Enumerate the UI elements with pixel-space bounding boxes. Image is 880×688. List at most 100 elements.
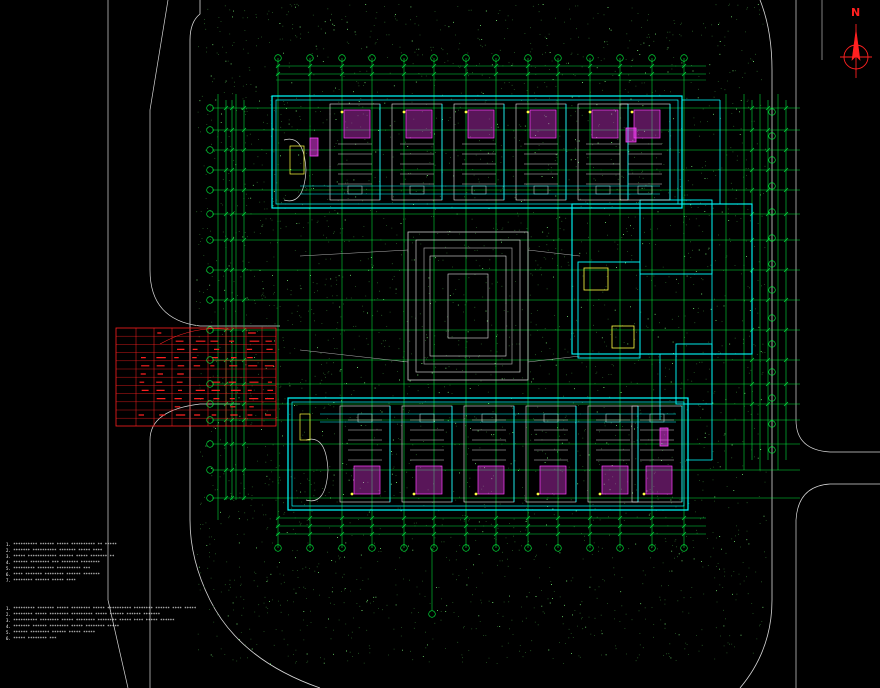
grid-bubble-left: [206, 380, 214, 388]
grid-bubble-left: [206, 400, 214, 408]
bathroom: [405, 109, 433, 139]
dim-tick: [229, 417, 235, 423]
bathroom: [601, 465, 629, 495]
dim-tick: [681, 523, 687, 529]
dim-tick: [749, 105, 755, 111]
dim-tick: [765, 211, 771, 217]
building-walls: [271, 95, 753, 511]
dim-tick: [493, 71, 499, 77]
grid-bubble-left: [206, 146, 214, 154]
dim-tick: [241, 127, 247, 133]
dim-tick: [229, 357, 235, 363]
marker-dot: [340, 110, 344, 114]
grid-bubble-right: [768, 260, 776, 268]
marker-dot: [412, 492, 416, 496]
dim-tick: [493, 63, 499, 69]
courtyard-center: [447, 273, 489, 339]
grid-bubble-top: [368, 54, 376, 62]
dim-tick: [241, 327, 247, 333]
dim-tick: [339, 71, 345, 77]
dim-tick: [493, 531, 499, 537]
dim-tick: [749, 127, 755, 133]
dim-tick: [275, 71, 281, 77]
dim-tick: [555, 531, 561, 537]
grid-bubble-top: [430, 54, 438, 62]
dim-tick: [223, 211, 229, 217]
grid-bubble-top: [462, 54, 470, 62]
dim-tick: [241, 237, 247, 243]
dim-tick: [765, 381, 771, 387]
grid-bubble-misc: [428, 610, 436, 618]
dim-tick: [229, 127, 235, 133]
stair-flight: [289, 145, 305, 175]
dim-tick: [617, 71, 623, 77]
grid-bubble-top: [274, 54, 282, 62]
dim-tick: [749, 381, 755, 387]
grid-bubble-top: [648, 54, 656, 62]
dimension-lines: [223, 63, 789, 537]
dim-tick: [587, 523, 593, 529]
site-edge-right: [739, 0, 773, 688]
dim-tick: [369, 63, 375, 69]
dim-tick: [783, 147, 789, 153]
dim-tick: [681, 63, 687, 69]
grid-bubble-left: [206, 166, 214, 174]
note-line: 1. ********* ******* ***** ******** ****…: [6, 606, 197, 611]
schedule-table: [115, 327, 277, 427]
dim-tick: [431, 523, 437, 529]
stair-core: [577, 261, 641, 359]
room-units: [300, 103, 683, 503]
link-room-top: [639, 199, 713, 275]
dim-tick: [339, 531, 345, 537]
dim-tick: [401, 531, 407, 537]
bathroom: [645, 465, 673, 495]
dim-tick: [463, 63, 469, 69]
balcony: [605, 413, 621, 423]
dim-tick: [241, 495, 247, 501]
dim-tick: [649, 71, 655, 77]
north-label: N: [851, 6, 861, 19]
dim-tick: [401, 515, 407, 521]
dim-tick: [525, 515, 531, 521]
dim-tick: [555, 71, 561, 77]
dim-tick: [223, 237, 229, 243]
path-line: [299, 249, 409, 257]
dim-tick: [783, 187, 789, 193]
note-line: 4. ******* ****** ******** ***** *******…: [6, 624, 120, 629]
grid-bubble-top: [554, 54, 562, 62]
dim-tick: [749, 147, 755, 153]
dim-tick: [241, 267, 247, 273]
dim-tick: [749, 187, 755, 193]
stair-box: [583, 267, 609, 291]
dim-tick: [649, 515, 655, 521]
dim-tick: [223, 467, 229, 473]
dim-tick: [649, 523, 655, 529]
dim-tick: [463, 531, 469, 537]
dim-tick: [241, 211, 247, 217]
grid-bubble-right: [768, 156, 776, 164]
grid-bubble-right: [768, 340, 776, 348]
stair-box: [611, 325, 635, 349]
site-hatch: [196, 3, 767, 665]
dim-tick: [401, 523, 407, 529]
grid-bubble-top: [338, 54, 346, 62]
magenta-mark: [625, 127, 637, 143]
grid-bubble-top: [586, 54, 594, 62]
grid-bubble-bottom: [648, 544, 656, 552]
magenta-mark: [659, 427, 669, 447]
note-line: 6. ***** ******** ***: [6, 636, 57, 641]
road-right: [795, 483, 880, 688]
dim-tick: [241, 441, 247, 447]
dim-tick: [223, 127, 229, 133]
dim-tick: [749, 401, 755, 407]
dim-tick: [275, 515, 281, 521]
dim-tick: [339, 63, 345, 69]
dim-tick: [783, 297, 789, 303]
dim-tick: [223, 147, 229, 153]
dim-tick: [307, 71, 313, 77]
grid-bubble-left: [206, 356, 214, 364]
grid-bubble-top: [306, 54, 314, 62]
dim-tick: [369, 71, 375, 77]
dim-tick: [223, 167, 229, 173]
dim-tick: [229, 237, 235, 243]
